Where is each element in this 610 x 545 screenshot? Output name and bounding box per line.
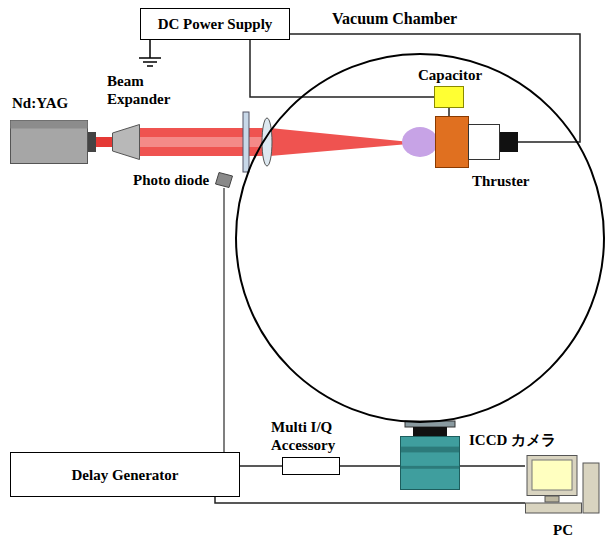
wire-line — [250, 40, 434, 97]
laser-aperture — [88, 132, 96, 152]
beam-expander-lens — [112, 124, 140, 160]
wire-line — [223, 188, 225, 452]
nd-yag-laser: Nd:YAG — [10, 120, 88, 164]
box-label: DC Power Supply — [158, 15, 273, 33]
connector-wire — [250, 40, 434, 97]
part-label: PC — [553, 521, 573, 539]
focusing-lens — [262, 118, 272, 166]
thruster: Thruster — [435, 116, 518, 168]
part-label: Thruster — [472, 172, 530, 190]
thruster-body — [435, 116, 518, 168]
photo-diode: Photo diode — [215, 172, 233, 188]
vacuum-chamber: Vacuum ChamberCapacitorThruster — [235, 53, 605, 423]
part-label: Beam Expander — [107, 72, 179, 108]
connector-wire — [340, 466, 400, 467]
wire-line — [448, 108, 450, 116]
chamber-window — [243, 112, 249, 172]
ground-symbol — [139, 40, 161, 66]
iccd-camera: ICCD カメラ — [400, 436, 460, 490]
beam-expander: Beam Expander — [112, 124, 140, 160]
power-supply-box: DC Power Supply — [140, 8, 290, 40]
plasma-plume — [402, 127, 438, 157]
focused-beam — [270, 128, 420, 156]
photodiode-body — [215, 172, 233, 188]
laser-beam — [96, 137, 114, 147]
multi-io-accessory: Multi I/Q Accessory — [282, 457, 340, 475]
wire-line — [240, 465, 282, 467]
connector-wire — [215, 497, 525, 503]
laser-head — [10, 120, 88, 164]
pc-icon — [525, 455, 600, 517]
connector-wire — [460, 466, 525, 467]
part-label: Nd:YAG — [12, 94, 68, 112]
camera-lens — [413, 427, 447, 436]
part-label: ICCD カメラ — [469, 431, 556, 449]
connector-wire — [449, 108, 450, 116]
pc: PC — [525, 455, 600, 517]
part-label: Vacuum Chamber — [332, 10, 457, 28]
part-label: Capacitor — [418, 66, 482, 84]
part-label: Multi I/Q Accessory — [271, 418, 355, 454]
connector-wire — [224, 188, 225, 452]
box-label: Delay Generator — [71, 466, 178, 484]
part-label: Photo diode — [133, 171, 209, 189]
delay-generator-box: Delay Generator — [10, 452, 240, 497]
wire-line — [215, 497, 525, 503]
connector-wire — [240, 466, 282, 467]
wire-line — [460, 465, 525, 467]
capacitor: Capacitor — [434, 86, 464, 108]
camera-body — [401, 437, 459, 489]
wire-line — [340, 465, 400, 467]
